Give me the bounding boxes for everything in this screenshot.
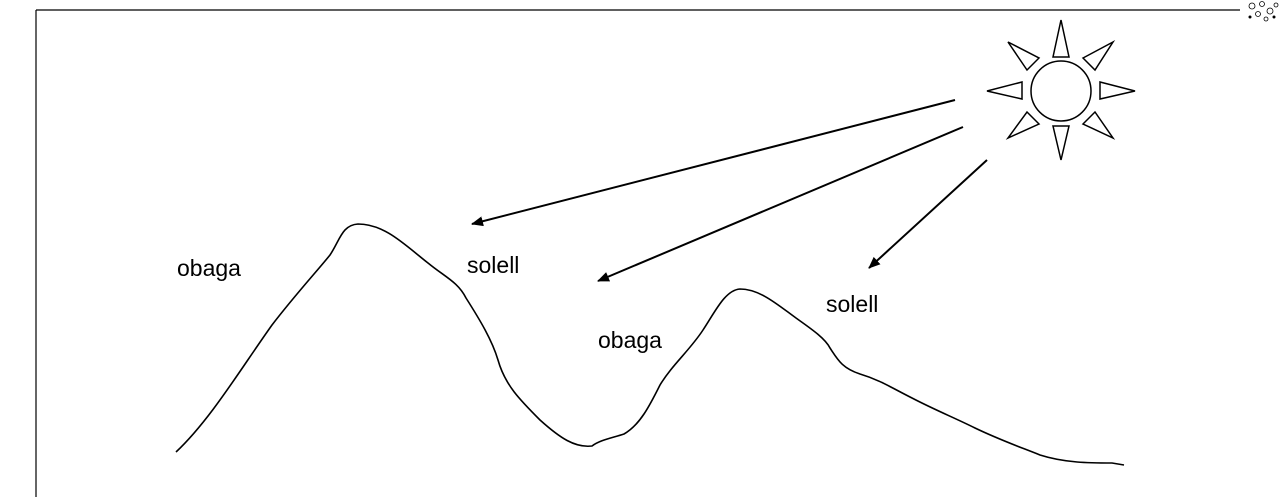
sun-disc xyxy=(1030,60,1092,122)
label-left-peak-shade: obaga xyxy=(177,255,241,281)
arrow-to-right-peak xyxy=(868,159,988,269)
sun-ray-bottom-left xyxy=(1005,110,1041,140)
sun-icon xyxy=(986,19,1136,161)
label-left-peak-sun: solell xyxy=(467,252,519,278)
label-right-peak-shade: obaga xyxy=(598,327,662,353)
sun-ray-top xyxy=(1052,19,1070,58)
sun-ray-top-right xyxy=(1081,39,1116,72)
sun-ray-bottom-right xyxy=(1081,110,1116,140)
diagram-frame xyxy=(35,9,1240,497)
arrow-to-valley xyxy=(597,126,964,282)
sun-ray-arrows xyxy=(471,99,988,282)
sun-ray-left xyxy=(986,81,1023,100)
sun-ray-bottom xyxy=(1052,125,1070,161)
mountain-profile xyxy=(175,223,1125,466)
label-right-peak-sun: solell xyxy=(826,291,878,317)
arrow-to-left-peak xyxy=(471,99,956,227)
sun-ray-top-left xyxy=(1007,41,1041,72)
decorative-logo-icon xyxy=(1248,1,1279,22)
sun-ray-right xyxy=(1099,81,1136,100)
